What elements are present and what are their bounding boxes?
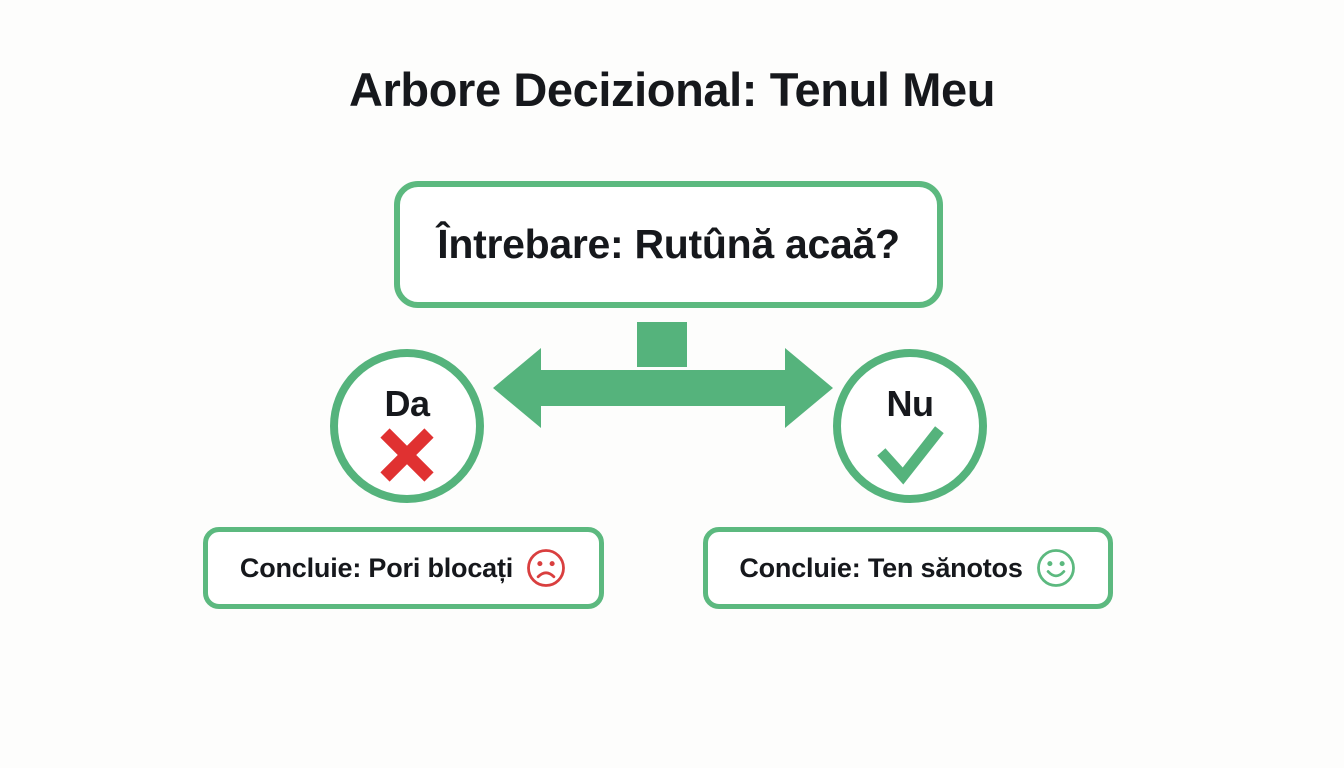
decision-node-yes-label: Da <box>384 383 430 424</box>
sad-face-icon <box>527 549 565 587</box>
question-node: Întrebare: Rutûnă acaă? <box>394 181 943 308</box>
conclusion-node-left-label: Concluie: Pori blocați <box>239 552 514 583</box>
connector-stem <box>637 322 687 367</box>
conclusion-node-left: Concluie: Pori blocați <box>203 527 604 609</box>
question-node-label: Întrebare: Rutûnă acaă? <box>437 221 900 267</box>
decision-node-no: Nu <box>833 349 987 503</box>
page-title: Arbore Decizional: Tenul Meu <box>349 63 995 116</box>
smiley-face-icon <box>1036 549 1075 587</box>
conclusion-node-right: Concluie: Ten sănotos <box>703 527 1113 609</box>
cross-mark-icon <box>380 428 434 482</box>
decision-node-no-label: Nu <box>886 383 935 424</box>
check-mark-icon <box>877 426 944 485</box>
decision-node-yes: Da <box>330 349 484 503</box>
double-headed-arrow-icon <box>493 348 833 428</box>
conclusion-node-right-label: Concluie: Ten sănotos <box>739 552 1023 583</box>
